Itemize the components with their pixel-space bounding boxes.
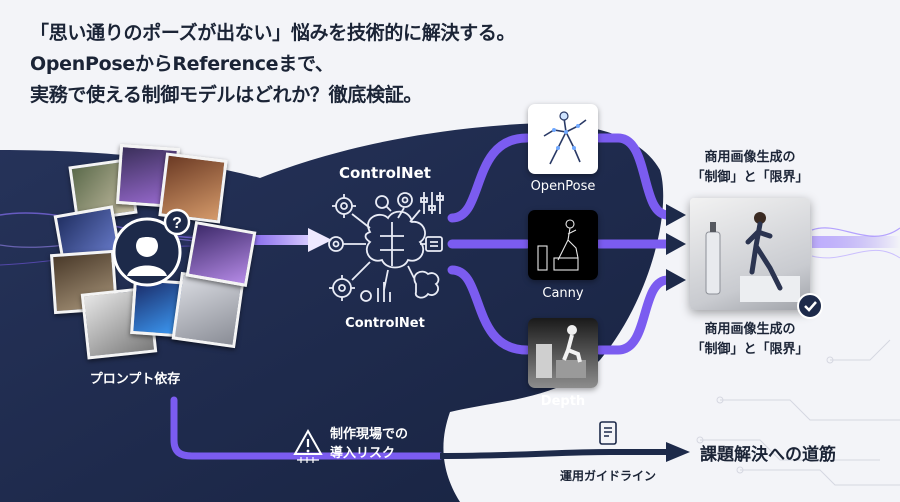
pathway-arrowhead [666, 442, 690, 462]
canny-tile [528, 210, 598, 280]
risk-label: 制作現場での 導入リスク [330, 425, 430, 463]
result-caption-top-line-2: 「制御」と「限界」 [691, 170, 809, 185]
depth-map-icon [536, 325, 586, 378]
right-glow [811, 227, 900, 259]
openpose-tile [528, 104, 598, 174]
openpose-label: OpenPose [530, 179, 596, 194]
headline-line-3: 実務で使える制御モデルはどれか？徹底検証。 [30, 84, 423, 106]
bottom-flow [170, 396, 444, 460]
result-model-figure [705, 212, 800, 302]
headline: 「思い通りのポーズが出ない」悩みを技術的に解決する。 OpenPoseからRef… [30, 18, 590, 111]
depth-tile [528, 318, 598, 388]
confused-person-icon: ? [112, 208, 191, 287]
connectors-left [447, 133, 532, 355]
controlnet-icon-cluster [328, 192, 444, 302]
connectors-right [594, 133, 673, 355]
openpose-skeleton-icon [543, 111, 587, 165]
headline-line-2: OpenPoseからReferenceまで、 [30, 53, 334, 75]
circuit-lines [696, 339, 900, 486]
prompt-dependency-label: プロンプト依存 [89, 372, 181, 387]
canny-label: Canny [542, 286, 584, 301]
check-badge-icon [797, 293, 823, 319]
result-caption-bottom-line-1: 商用画像生成の [704, 322, 796, 337]
result-caption-top-line-1: 商用画像生成の [704, 150, 796, 165]
headline-line-1: 「思い通りのポーズが出ない」悩みを技術的に解決する。 [30, 22, 516, 44]
warning-icon [293, 428, 323, 463]
pathway-line [439, 449, 668, 459]
controlnet-title: ControlNet [339, 164, 431, 182]
photo-9 [185, 221, 257, 287]
controlnet-subtitle: ControlNet [345, 316, 425, 331]
svg-text:?: ? [172, 215, 182, 232]
canny-edge-icon [537, 219, 579, 271]
risk-label-line-1: 制作現場での [330, 427, 409, 442]
result-caption-top: 商用画像生成の 「制御」と「限界」 [680, 148, 820, 188]
depth-label: Depth [540, 394, 586, 409]
pathway-label: 課題解決への道筋 [700, 445, 836, 465]
document-icon [599, 421, 617, 445]
glow-arrow-head [308, 228, 332, 252]
result-caption-bottom: 商用画像生成の 「制御」と「限界」 [680, 320, 820, 360]
guideline-label: 運用ガイドライン [559, 469, 656, 483]
risk-label-line-2: 導入リスク [330, 446, 396, 461]
result-caption-bottom-line-2: 「制御」と「限界」 [691, 342, 809, 357]
result-image [690, 198, 810, 310]
connector-arrowheads [666, 204, 686, 291]
